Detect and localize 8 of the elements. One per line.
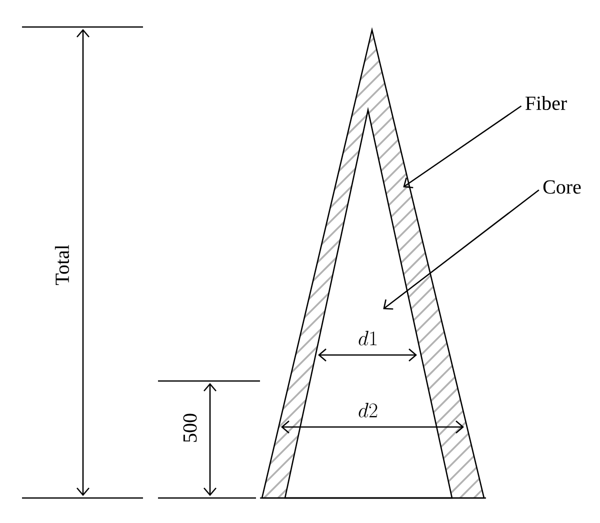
leader-arrow — [403, 105, 522, 188]
callout-label: Fiber — [525, 96, 567, 110]
callout-label: Core — [543, 180, 581, 194]
leader-arrow — [383, 189, 540, 310]
dimension-label: $d2$ — [358, 402, 378, 418]
dimension-label: 500 — [183, 414, 197, 442]
dimension-label: $d1$ — [358, 330, 376, 346]
dimension-label: Total — [54, 244, 70, 286]
